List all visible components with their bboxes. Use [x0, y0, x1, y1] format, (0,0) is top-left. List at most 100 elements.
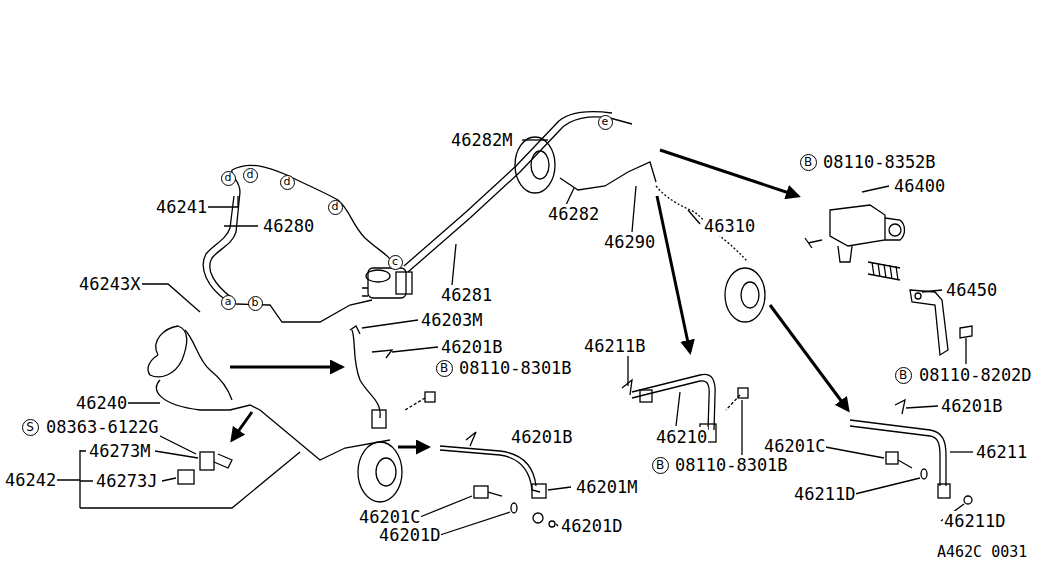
direction-arrow	[230, 366, 342, 369]
proportioning-valve	[915, 293, 921, 299]
brake-pipe	[404, 112, 612, 266]
brake-rotor	[531, 151, 549, 179]
master-cylinder	[396, 272, 412, 294]
proportioning-valve	[885, 218, 905, 240]
part-number: 46203M	[420, 310, 483, 330]
part-number: 46201C	[763, 436, 826, 456]
part-number: 46273J	[95, 471, 158, 491]
part-number: 08110-8352B	[822, 152, 937, 172]
brake-pipe	[203, 112, 748, 322]
brake-hose	[549, 521, 555, 527]
brake-hose	[921, 469, 927, 479]
brake-pipe	[560, 162, 656, 190]
part-number: 08110-8301B	[674, 455, 789, 475]
brake-hose	[632, 381, 709, 430]
part-number: 46290	[603, 232, 656, 252]
brake-hose	[533, 513, 543, 523]
leader-line	[688, 210, 700, 224]
leader-line	[204, 196, 238, 207]
brake-rotor	[376, 458, 396, 486]
leader-line	[922, 290, 942, 292]
master-cylinder	[366, 270, 390, 282]
brake-hose	[850, 426, 940, 486]
brake-rotor	[741, 282, 759, 308]
brake-hose	[850, 420, 946, 486]
leader-line	[522, 139, 548, 140]
brake-pipe	[408, 117, 632, 272]
brake-hose	[352, 330, 380, 418]
brake-hose	[372, 350, 392, 358]
brake-hose	[622, 380, 632, 395]
proportioning-valve	[838, 246, 852, 262]
part-number: 46201D	[560, 516, 623, 536]
brake-hose	[964, 496, 972, 504]
brake-pipe	[210, 165, 392, 298]
part-number: 46280	[262, 216, 315, 236]
part-number: 46211D	[943, 511, 1006, 531]
leader-line	[162, 478, 176, 481]
part-number: 46241	[155, 197, 208, 217]
leader-line	[862, 186, 889, 192]
part-number: A462C 0031	[936, 542, 1028, 562]
part-number: 46211D	[793, 484, 856, 504]
brake-hose	[898, 460, 912, 468]
part-number: 46450	[945, 280, 998, 300]
direction-arrow	[230, 150, 848, 447]
brake-hose	[632, 374, 715, 430]
part-number: 46310	[703, 216, 756, 236]
part-number: 46201B	[510, 427, 573, 447]
leader-line	[548, 487, 571, 490]
leader-line	[741, 400, 742, 456]
direction-arrow	[657, 196, 690, 352]
leader-line	[52, 140, 973, 535]
brake-hose	[178, 470, 194, 484]
brake-rotor	[148, 326, 187, 377]
direction-arrow	[770, 305, 848, 410]
part-number: 46210	[655, 427, 708, 447]
brake-rotor	[185, 330, 232, 400]
part-number: 46400	[893, 176, 946, 196]
brake-hose	[532, 484, 546, 498]
part-number: 46242	[4, 470, 57, 490]
circled-letter: d	[280, 175, 295, 190]
circled-letter: d	[221, 171, 236, 186]
leader-line	[440, 512, 510, 535]
brake-hose	[440, 450, 540, 492]
leader-line	[392, 347, 438, 352]
brake-rotor	[725, 268, 765, 322]
brake-hose	[405, 398, 425, 410]
brake-rotor	[148, 137, 765, 502]
proportioning-valve	[868, 262, 900, 280]
direction-arrow	[398, 446, 428, 449]
brake-hose	[440, 446, 536, 486]
part-number: 46240	[75, 393, 128, 413]
brake-hose	[511, 503, 517, 513]
leader-line	[420, 496, 472, 517]
proportioning-valve	[830, 205, 885, 246]
circled-letter: b	[248, 296, 263, 311]
brake-hose	[178, 326, 972, 527]
part-number: 46282M	[450, 130, 513, 150]
part-number: 46201D	[378, 525, 441, 545]
leader-line	[126, 402, 160, 403]
part-number: 46211B	[583, 336, 646, 356]
leader-line	[362, 320, 418, 328]
brake-hose	[640, 390, 652, 402]
leader-line	[155, 451, 198, 458]
part-number: 46201M	[575, 477, 638, 497]
brake-hose	[466, 432, 476, 446]
leader-line	[676, 392, 680, 426]
brake-hose	[488, 492, 502, 496]
proportioning-valve	[960, 326, 972, 338]
part-number: 08363-6122G	[45, 417, 160, 437]
leader-line	[855, 478, 920, 494]
brake-rotor	[156, 380, 390, 460]
brake-hose	[938, 484, 950, 498]
brake-hose	[425, 392, 435, 402]
leader-line	[566, 188, 574, 205]
part-number: 08110-8202D	[918, 365, 1033, 385]
part-number: 46243X	[78, 274, 141, 294]
brake-rotor	[515, 137, 555, 193]
part-number: 46281	[440, 285, 493, 305]
